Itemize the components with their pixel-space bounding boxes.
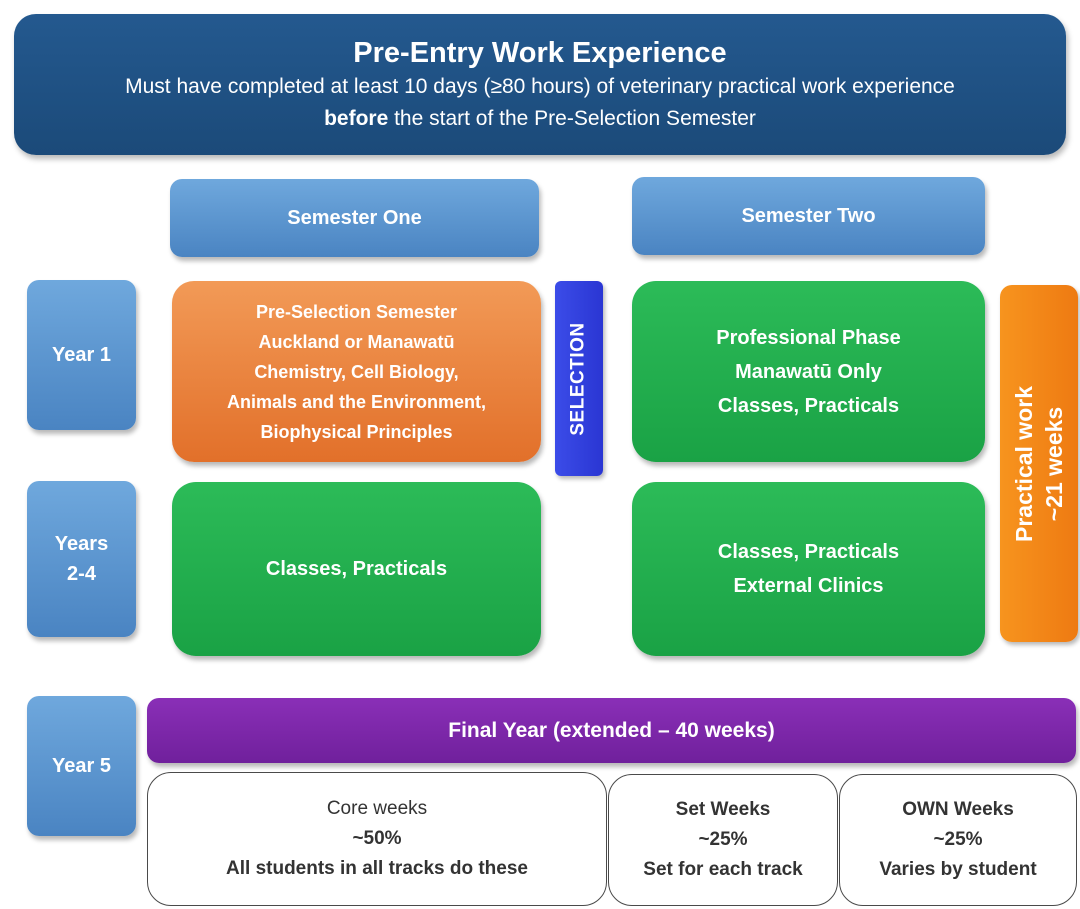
year-5-box: Year 5 (27, 696, 136, 836)
pre-selection-line: Auckland or Manawatū (258, 331, 455, 352)
pre-selection-line: Biophysical Principles (260, 421, 453, 442)
core-weeks-title: Core weeks (326, 798, 428, 819)
header-title: Pre-Entry Work Experience (353, 36, 727, 69)
year-1-label: Year 1 (52, 343, 111, 366)
pre-selection-line: Pre-Selection Semester (255, 301, 458, 322)
practical-work-line1: Practical work (1011, 385, 1037, 542)
years-2-4-semester-one-text: Classes, Practicals (265, 558, 448, 580)
practical-work-bar: Practical work ~21 weeks (1000, 285, 1078, 642)
core-weeks-box: Core weeks ~50% All students in all trac… (147, 772, 607, 906)
semester-one-label: Semester One (287, 206, 422, 229)
final-year-bar: Final Year (extended – 40 weeks) (147, 698, 1076, 763)
professional-phase-line: Classes, Practicals (717, 394, 900, 417)
core-weeks-desc: All students in all tracks do these (226, 858, 528, 879)
semester-two-box: Semester Two (632, 177, 985, 255)
years-2-4-label-line2: 2-4 (67, 563, 96, 585)
header-line-2: before the start of the Pre-Selection Se… (324, 103, 756, 135)
years-2-4-semester-one-box: Classes, Practicals (172, 482, 541, 656)
year-5-label: Year 5 (52, 754, 111, 777)
set-weeks-percent: ~25% (698, 829, 748, 850)
practical-work-text: Practical work ~21 weeks (1009, 386, 1069, 542)
years-2-4-semester-two-line: Classes, Practicals (717, 541, 900, 563)
year-1-box: Year 1 (27, 280, 136, 430)
header-line-1: Must have completed at least 10 days (≥8… (125, 74, 955, 98)
core-weeks-percent: ~50% (352, 828, 402, 849)
own-weeks-box: OWN Weeks ~25% Varies by student (839, 774, 1077, 906)
pre-selection-line: Animals and the Environment, (226, 391, 487, 412)
set-weeks-title: Set Weeks (675, 799, 771, 820)
semester-two-label: Semester Two (741, 204, 876, 227)
final-year-label: Final Year (extended – 40 weeks) (448, 718, 775, 742)
header-line-2-bold: before (324, 106, 389, 130)
professional-phase-line: Manawatū Only (735, 360, 882, 383)
professional-phase-box: Professional Phase Manawatū Only Classes… (632, 281, 985, 462)
header-line-2-rest: the start of the Pre-Selection Semester (388, 106, 756, 130)
selection-bar: SELECTION (555, 281, 603, 476)
set-weeks-box: Set Weeks ~25% Set for each track (608, 774, 838, 906)
years-2-4-label-line1: Years (54, 533, 109, 555)
professional-phase-line: Professional Phase (716, 326, 901, 349)
years-2-4-box: Years 2-4 (27, 481, 136, 637)
pre-selection-line: Chemistry, Cell Biology, (254, 361, 459, 382)
set-weeks-desc: Set for each track (643, 859, 803, 880)
years-2-4-semester-two-box: Classes, Practicals External Clinics (632, 482, 985, 656)
semester-one-box: Semester One (170, 179, 539, 257)
years-2-4-semester-two-line: External Clinics (733, 575, 884, 597)
own-weeks-desc: Varies by student (879, 859, 1037, 880)
practical-work-line2: ~21 weeks (1041, 406, 1067, 521)
pre-selection-semester-box: Pre-Selection Semester Auckland or Manaw… (172, 281, 541, 462)
header-banner: Pre-Entry Work Experience Must have comp… (14, 14, 1066, 155)
selection-label: SELECTION (568, 321, 590, 436)
own-weeks-percent: ~25% (933, 829, 983, 850)
own-weeks-title: OWN Weeks (902, 799, 1014, 820)
